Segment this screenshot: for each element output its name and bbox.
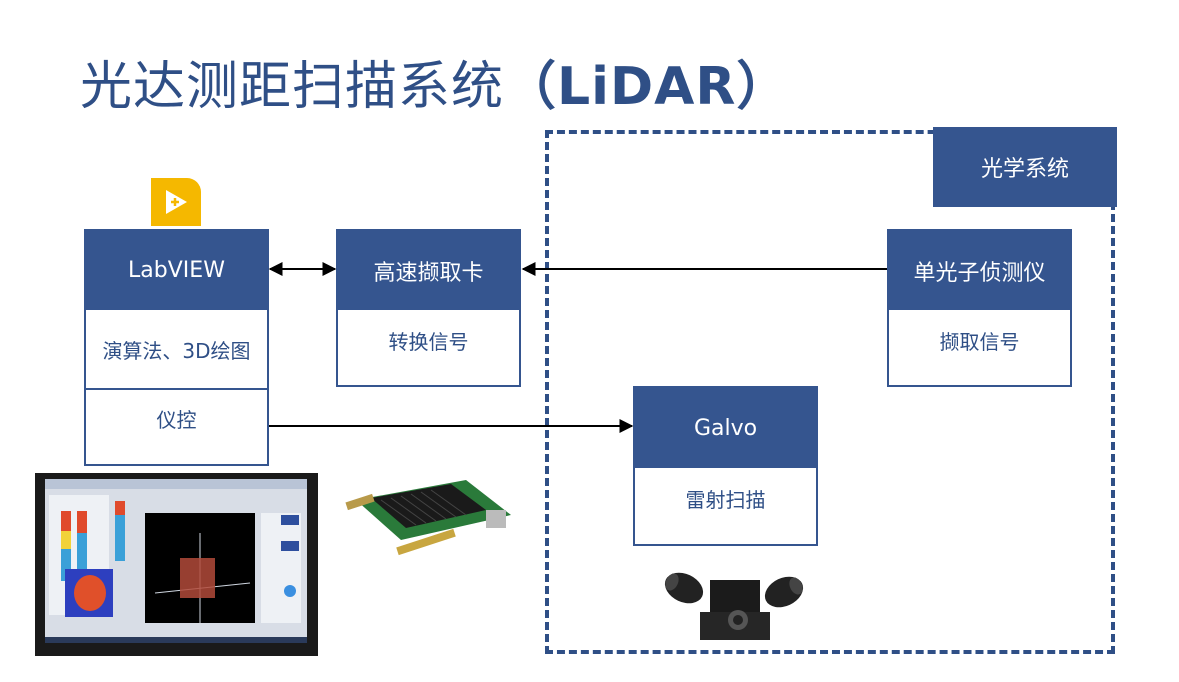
capture-card-block: 高速撷取卡 转换信号 xyxy=(336,229,521,387)
galvo-block: Galvo 雷射扫描 xyxy=(633,386,818,546)
page-title: 光达测距扫描系统（LiDAR） xyxy=(80,44,789,119)
title-paren: （LiDAR） xyxy=(504,57,790,117)
capture-card-header: 高速撷取卡 xyxy=(338,231,519,310)
capture-card-convert-cell: 转换信号 xyxy=(388,330,469,354)
labview-control-cell: 仪控 xyxy=(86,388,267,462)
title-main: 光达测距扫描系统 xyxy=(80,57,505,117)
labview-monitor-photo xyxy=(35,473,318,656)
photon-detector-block: 单光子侦测仪 撷取信号 xyxy=(887,229,1072,387)
photon-detector-header: 单光子侦测仪 xyxy=(889,231,1070,310)
galvo-photo xyxy=(660,562,808,648)
photon-detector-capture-cell: 撷取信号 xyxy=(939,330,1020,354)
capture-card-photo xyxy=(336,470,521,560)
optical-system-label: 光学系统 xyxy=(933,127,1117,207)
labview-algorithm-cell: 演算法、3D绘图 xyxy=(102,338,251,363)
galvo-header: Galvo xyxy=(635,388,816,468)
galvo-laser-scan-cell: 雷射扫描 xyxy=(685,488,766,512)
optical-system-boundary xyxy=(545,130,1115,654)
labview-logo-icon xyxy=(151,178,201,226)
labview-block: LabVIEW 演算法、3D绘图 仪控 xyxy=(84,229,269,466)
labview-header: LabVIEW xyxy=(86,231,267,310)
